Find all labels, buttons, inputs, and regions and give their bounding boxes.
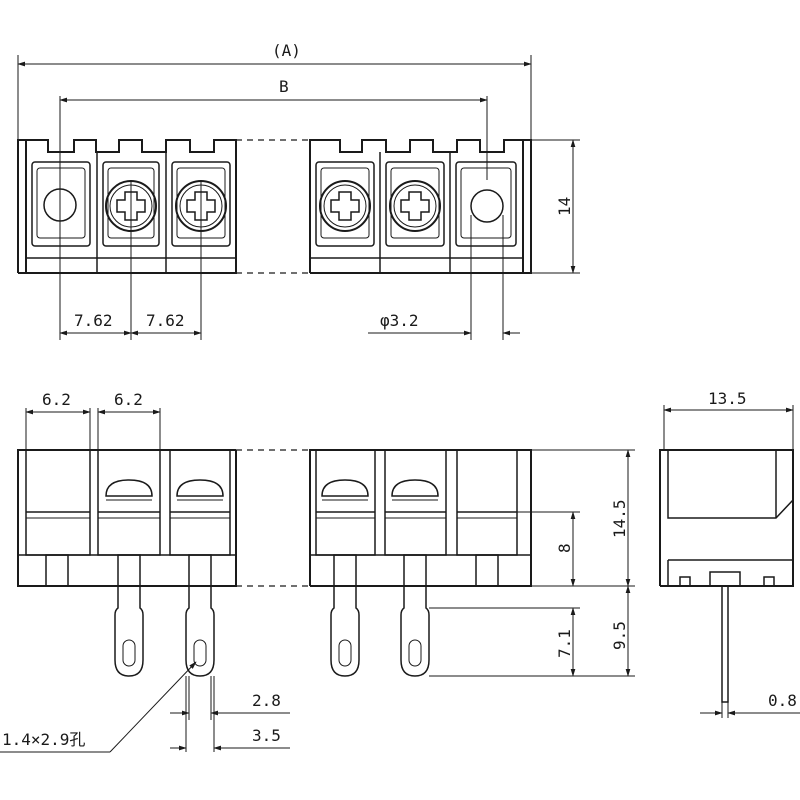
- pin-3: [330, 586, 360, 677]
- dim-slot-height: 8: [555, 543, 574, 553]
- dim-pitch-2: 7.62: [146, 311, 185, 330]
- front-cell-6: [456, 450, 518, 587]
- dim-depth: 13.5: [708, 389, 747, 408]
- phillips-screw-icon: [116, 191, 146, 221]
- terminal-cell-screw-4: [385, 161, 445, 247]
- side-pin: [721, 586, 729, 703]
- mount-hole-right: [470, 189, 504, 223]
- dim-width-1: 6.2: [42, 390, 71, 409]
- dim-mount-hole: φ3.2: [380, 311, 419, 330]
- front-view-body: [17, 449, 532, 587]
- dim-pin-thickness: 0.8: [768, 691, 797, 710]
- terminal-cell-mount-left: [31, 161, 91, 247]
- dim-overall-length: (A): [272, 41, 301, 60]
- dim-pin-length: 9.5: [610, 621, 629, 650]
- side-view: 13.5 0.8: [659, 389, 800, 718]
- dim-pin-tip: 7.1: [555, 629, 574, 658]
- pin-4: [400, 586, 430, 677]
- pin-2: [185, 586, 215, 677]
- phillips-screw-icon: [400, 191, 430, 221]
- front-view: 6.2 6.2 14.5 8 9.5 7.1 2.8 3.5 1.4×2.: [0, 390, 635, 753]
- front-cell-1: [25, 450, 91, 587]
- dim-pin-width: 2.8: [252, 691, 281, 710]
- dim-body-height: 14.5: [610, 499, 629, 538]
- dim-width-2: 6.2: [114, 390, 143, 409]
- dim-pitch-span: B: [279, 77, 289, 96]
- top-view: (A) B 14 7.62 7.62 φ3.2: [17, 41, 580, 340]
- front-cell-4: [315, 450, 376, 587]
- front-cell-2: [97, 450, 161, 587]
- dim-pin-span: 3.5: [252, 726, 281, 745]
- dim-pin-hole: 1.4×2.9孔: [2, 730, 85, 749]
- front-cell-3: [169, 450, 231, 587]
- phillips-screw-icon: [186, 191, 216, 221]
- dim-height-top: 14: [555, 197, 574, 216]
- terminal-cell-mount-right: [455, 161, 517, 247]
- pin-1: [114, 586, 144, 677]
- top-view-body: [17, 139, 532, 274]
- terminal-cell-screw-3: [315, 161, 375, 247]
- front-cell-5: [384, 450, 447, 587]
- dim-pitch-1: 7.62: [74, 311, 113, 330]
- phillips-screw-icon: [330, 191, 360, 221]
